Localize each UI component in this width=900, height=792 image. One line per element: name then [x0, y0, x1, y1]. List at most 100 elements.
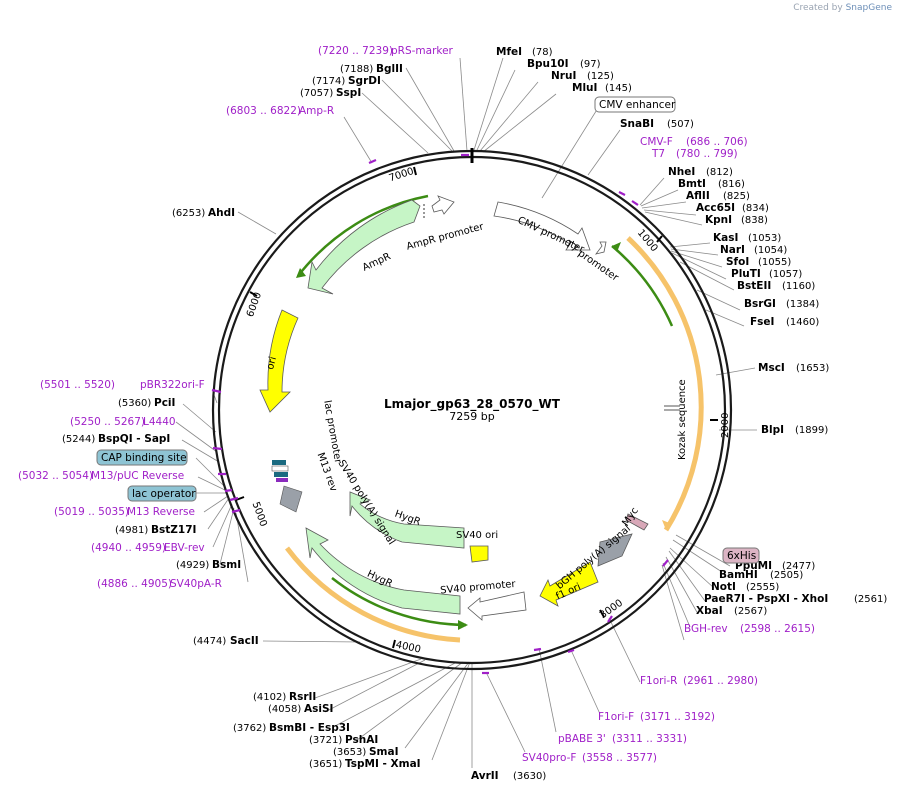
- primer-name: pRS-marker: [391, 45, 454, 57]
- hygr-feature-outer: [305, 527, 461, 615]
- enzyme-name: AvrII: [471, 770, 499, 782]
- enzyme-name: Bpu10I: [527, 58, 569, 70]
- enzyme-pos: (507): [667, 119, 694, 130]
- hygr-feature-inner: [349, 491, 465, 549]
- primer-range: (3558 .. 3577): [582, 752, 657, 764]
- lac-promoter-mark: [271, 465, 289, 472]
- primer-range: (5250 .. 5267): [70, 416, 145, 428]
- enzyme-pos: (97): [580, 59, 601, 70]
- enzyme-name: SacII: [230, 635, 259, 647]
- enzyme-pos: (4058): [268, 704, 301, 715]
- enzyme-pos: (7174): [312, 76, 345, 87]
- enzyme-name: FseI: [750, 316, 774, 328]
- label-ori: ori: [265, 356, 279, 371]
- enzyme-pos: (7057): [300, 88, 333, 99]
- enzyme-name: KpnI: [705, 214, 732, 226]
- enzyme-name: PaeR7I - PspXI - XhoI: [704, 593, 828, 605]
- orf-hygr-arrowhead: [458, 620, 468, 630]
- cmv-promoter-feature: [493, 201, 591, 251]
- enzyme-pos: (78): [532, 47, 553, 58]
- enzyme-pos: (3630): [513, 771, 546, 782]
- enzyme-pos: (1899): [795, 425, 828, 436]
- enzyme-pos: (2477): [782, 561, 815, 572]
- ori-feature: [259, 309, 299, 413]
- orf-arrowhead-right: [662, 520, 672, 530]
- ampr-feature: [307, 199, 421, 295]
- coordinate-ticks: [235, 166, 718, 649]
- orf-hygr-outline: [285, 546, 461, 643]
- cmv-enhancer-label: CMV enhancer: [599, 99, 676, 111]
- primer-name: pBABE 3': [558, 733, 606, 745]
- enzyme-name: PluTI: [731, 268, 761, 280]
- enzyme-pos: (5244): [62, 434, 95, 445]
- enzyme-pos: (145): [605, 83, 632, 94]
- enzyme-pos: (3721): [309, 735, 342, 746]
- enzyme-name: AhdI: [208, 207, 235, 219]
- enzyme-pos: (1160): [782, 281, 815, 292]
- primer-name: T7: [651, 148, 665, 160]
- primer-name: M13 Reverse: [127, 506, 195, 518]
- orf-ampr-arrowhead: [296, 268, 306, 278]
- tick-label-5000: 5000: [250, 501, 269, 529]
- enzyme-name: NheI: [668, 166, 695, 178]
- orf-arrowhead-top: [612, 242, 621, 252]
- enzyme-name: BmtI: [678, 178, 706, 190]
- lac-operator-box: [127, 485, 197, 502]
- orf-gp63-arrow-top: [611, 245, 674, 327]
- primer-name: F1ori-R: [640, 675, 677, 687]
- enzyme-name: TspMI - XmaI: [345, 758, 421, 770]
- label-t7-promoter: T7 promoter: [562, 238, 621, 284]
- orf-hygr-arrow: [331, 577, 467, 627]
- primer-range: (2598 .. 2615): [740, 623, 815, 635]
- enzyme-name: NarI: [720, 244, 745, 256]
- enzyme-name: SmaI: [369, 746, 399, 758]
- enzyme-name: BglII: [376, 63, 403, 75]
- enzyme-pos: (2555): [746, 582, 779, 593]
- enzyme-name: BstEII: [737, 280, 771, 292]
- enzyme-name: AflII: [686, 190, 710, 202]
- primer-name: F1ori-F: [598, 711, 634, 723]
- enzyme-name: BlpI: [761, 424, 784, 436]
- enzyme-name: BamHI: [719, 569, 758, 581]
- enzyme-name: BsrGI: [744, 298, 776, 310]
- enzyme-pos: (2505): [770, 570, 803, 581]
- enzyme-pos: (5360): [118, 398, 151, 409]
- label-sv40-promoter: SV40 promoter: [440, 579, 517, 597]
- tick-label-2000: 2000: [720, 413, 731, 438]
- primer-range: (4886 .. 4905): [97, 578, 172, 590]
- snapgene-brand: Created by SnapGene: [793, 3, 892, 13]
- enzyme-pos: (4929): [176, 560, 209, 571]
- primer-range: (3171 .. 3192): [640, 711, 715, 723]
- cap-binding-site-label: CAP binding site: [101, 452, 187, 464]
- m13-rev-mark: [276, 478, 288, 482]
- primer-name: SV40pro-F: [522, 752, 576, 764]
- primer-name: L4440: [143, 416, 176, 428]
- primer-range: (6803 .. 6822): [226, 105, 301, 117]
- sv40-promoter-feature: [467, 591, 527, 621]
- enzyme-pos: (4102): [253, 692, 286, 703]
- primer-name: CMV-F: [640, 136, 673, 148]
- ampr-promoter-feature: [431, 195, 455, 215]
- myc-tag-feature: [625, 513, 649, 531]
- enzyme-pos: (1054): [754, 245, 787, 256]
- primer-range: (780 .. 799): [676, 148, 738, 160]
- enzyme-name: KasI: [713, 232, 738, 244]
- f1-ori-feature: [539, 561, 599, 607]
- tick-label-6000: 6000: [245, 291, 264, 319]
- enzyme-name: Acc65I: [696, 202, 735, 214]
- label-kozak: Kozak sequence: [677, 379, 688, 460]
- primer-range: (5032 .. 5054): [18, 470, 93, 482]
- enzyme-pos: (825): [723, 191, 750, 202]
- label-ampr-promoter: AmpR promoter: [405, 221, 485, 252]
- enzyme-pos: (3762): [233, 723, 266, 734]
- primer-range: (3311 .. 3331): [612, 733, 687, 745]
- plasmid-length: 7259 bp: [449, 410, 494, 423]
- brand-prefix: Created by: [793, 3, 843, 13]
- enzyme-pos: (2567): [734, 606, 767, 617]
- label-sv40-ori: SV40 ori: [456, 530, 498, 541]
- enzyme-name: MfeI: [496, 46, 522, 58]
- enzyme-name: BspQI - SapI: [98, 433, 170, 445]
- sv40-polya-block: [279, 485, 303, 513]
- enzyme-name: MscI: [758, 362, 785, 374]
- enzyme-pos: (1055): [758, 257, 791, 268]
